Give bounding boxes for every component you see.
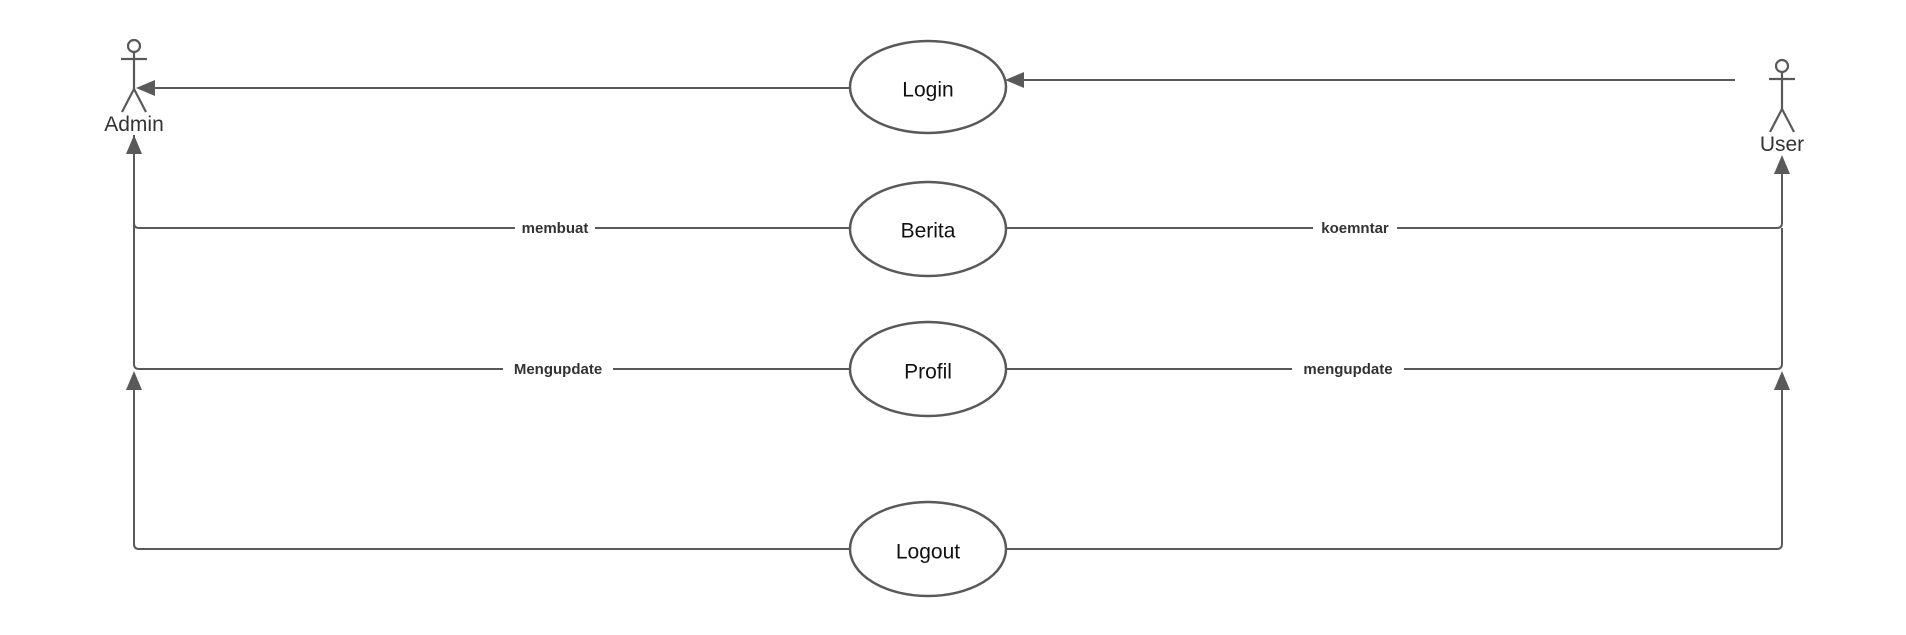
edge-label-membuat: membuat (522, 220, 589, 237)
actor-admin[interactable]: Admin (104, 38, 164, 136)
edge-label-koemntar: koemntar (1321, 220, 1389, 237)
use-case-label: Logout (896, 541, 960, 564)
edge-berita-admin: membuat (126, 135, 851, 237)
arrowhead-icon (1774, 371, 1790, 390)
actor-label: Admin (104, 113, 164, 136)
use-case-label: Login (902, 79, 953, 102)
edge-login-admin (136, 80, 851, 96)
edge-logout-admin (126, 371, 851, 550)
use-case-label: Berita (901, 220, 956, 243)
edge-profil-user: mengupdate (1005, 228, 1783, 378)
arrowhead-icon (1774, 155, 1790, 174)
stick-figure-icon (1769, 58, 1795, 133)
arrowhead-icon (1005, 72, 1024, 88)
edge-user-login (1005, 72, 1735, 88)
use-case-berita[interactable]: Berita (848, 180, 1008, 278)
use-case-label: Profil (904, 361, 952, 384)
actor-user[interactable]: User (1760, 58, 1804, 156)
edge-logout-user (1005, 371, 1790, 550)
arrowhead-icon (126, 371, 142, 390)
use-case-login[interactable]: Login (848, 39, 1008, 135)
edge-label-mengupdate-user: mengupdate (1303, 361, 1392, 378)
use-case-profil[interactable]: Profil (848, 320, 1008, 418)
actor-label: User (1760, 133, 1804, 156)
edge-label-mengupdate-admin: Mengupdate (514, 361, 602, 378)
arrowhead-icon (136, 80, 155, 96)
edge-berita-user: koemntar (1005, 155, 1790, 237)
edge-profil-admin: Mengupdate (133, 135, 851, 378)
stick-figure-icon (121, 38, 147, 113)
use-case-logout[interactable]: Logout (848, 500, 1008, 598)
